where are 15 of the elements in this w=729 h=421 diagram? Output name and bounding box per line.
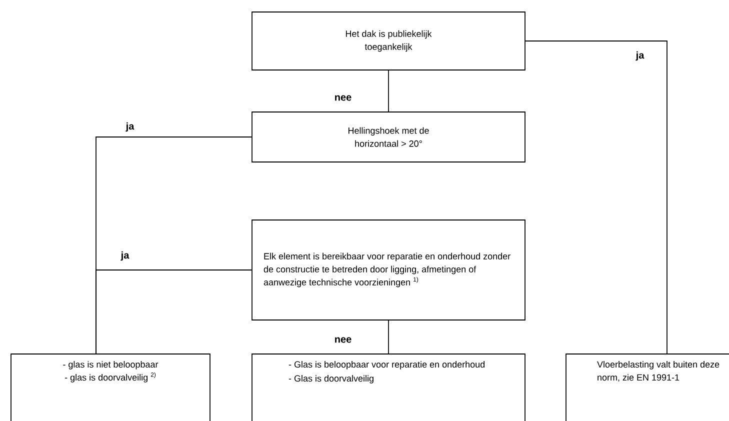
edge-label: ja [636, 51, 644, 61]
edge-label: ja [126, 122, 134, 132]
edge-label: ja [120, 251, 130, 261]
process-box: Hellingshoek met de horizontaal > 20° [252, 112, 526, 162]
connector-line [525, 40, 668, 354]
connector-line [388, 70, 389, 112]
connector-line [388, 320, 389, 354]
connector-line [96, 270, 252, 354]
process-box: - glas is niet beloopbaar - glas is doorvalveilig $^{2)}$ [10, 354, 210, 421]
process-box: Vloerbelasting valt buiten deze norm, zie EN 1991-1 [566, 354, 729, 421]
process-box: - Glas is beloopbaar voor reparatie en onderhoud - Glas is doorvalveilig [252, 354, 526, 421]
edge-label: nee [335, 337, 352, 343]
process-box: Elk element is bereikbaar voor reparatie en onderhoud zonder de constructie te betreden door ligging, afmetingen of aanwezige technische voorzieningen $^{1)}$ [252, 220, 526, 320]
edge-label: nee [335, 95, 352, 101]
process-box: Het dak is publiekelijk toegankelijk [252, 12, 526, 70]
